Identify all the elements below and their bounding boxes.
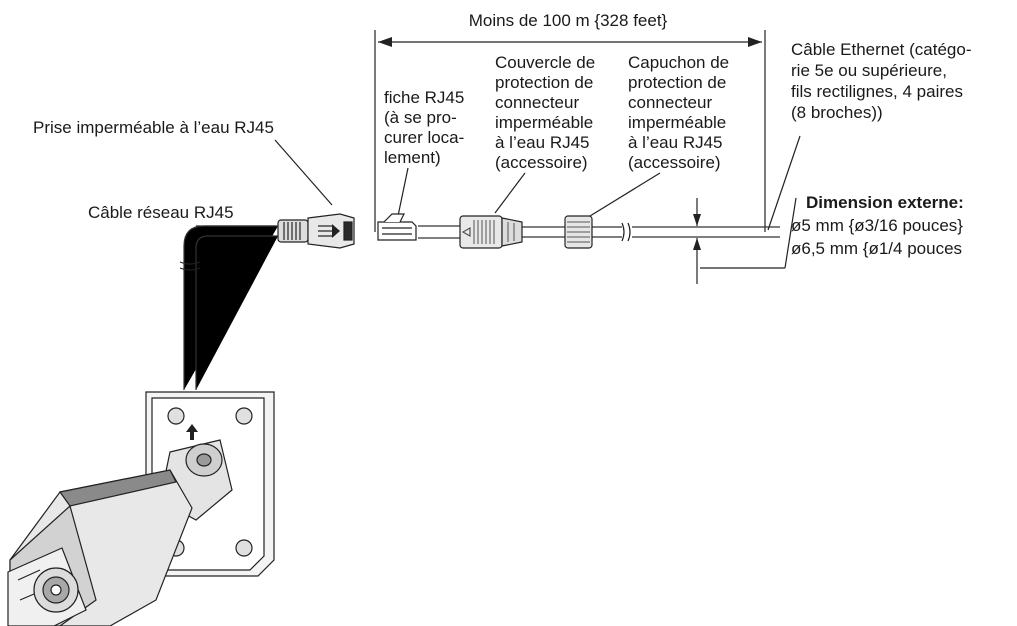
arrow-left-icon [378, 37, 392, 47]
network-cable-label: Câble réseau RJ45 [88, 203, 234, 222]
screw-icon [167, 407, 185, 425]
rj45-plug [377, 213, 417, 241]
connector-cap [564, 215, 593, 249]
ethernet-cable [418, 198, 780, 284]
arrow-up-icon [693, 238, 701, 250]
distance-dimension: Moins de 100 m {328 feet} [374, 11, 766, 232]
distance-label: Moins de 100 m {328 feet} [469, 11, 668, 30]
screw-icon [235, 407, 253, 425]
external-dimension-values: ø5 mm {ø3/16 pouces} ø6,5 mm {ø1/4 pouce… [791, 216, 968, 258]
rj45-plug-label: fiche RJ45 (à se pro- curer loca- lement… [384, 88, 469, 167]
waterproof-jack [277, 213, 355, 249]
connector-cover-label: Couvercle de protection de connecteur im… [495, 53, 600, 172]
camera-illustration [7, 391, 275, 626]
arrow-right-icon [332, 224, 340, 238]
connector-cap-label: Capuchon de protection de connecteur imp… [628, 53, 734, 172]
connector-cover [459, 215, 523, 249]
waterproof-jack-label: Prise imperméable à l’eau RJ45 [33, 118, 274, 137]
triangle-mark-icon [461, 227, 471, 237]
ethernet-cable-label: Câble Ethernet (catégo- rie 5e ou supéri… [791, 40, 976, 122]
arrow-down-icon [693, 214, 701, 226]
network-cable [179, 225, 278, 390]
screw-icon [235, 539, 253, 557]
top-arrow-icon [186, 424, 198, 440]
arrow-right-icon [748, 37, 762, 47]
external-dimension-title: Dimension externe: [806, 193, 964, 212]
